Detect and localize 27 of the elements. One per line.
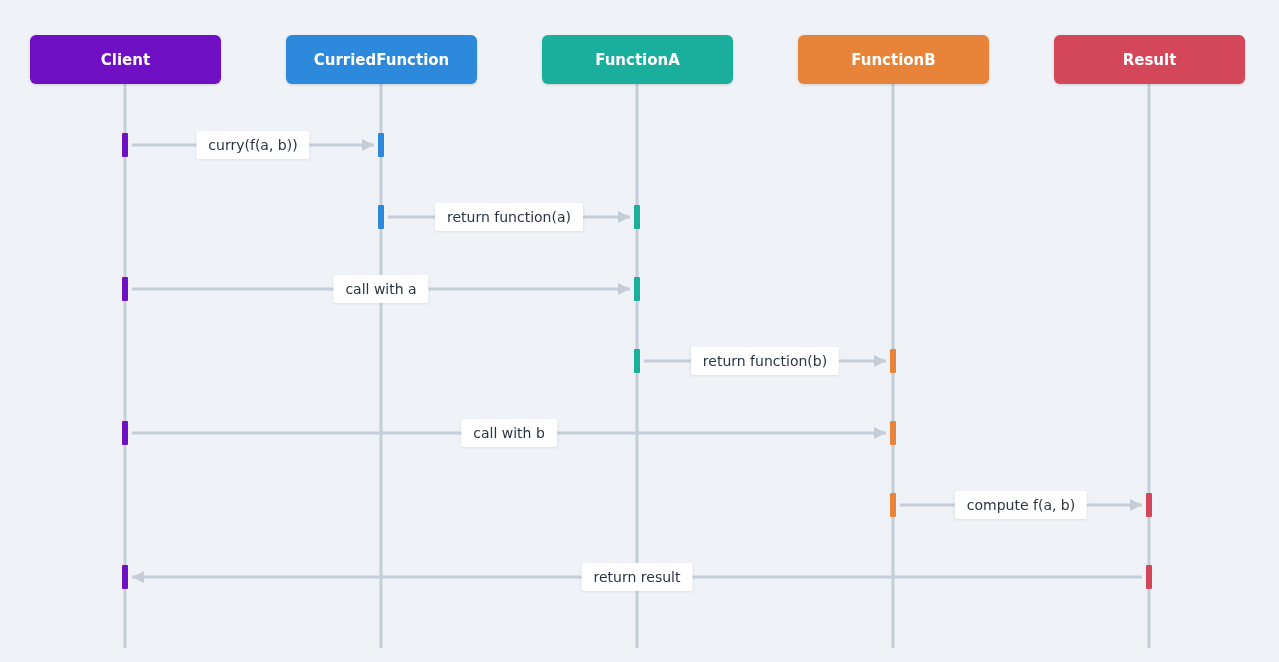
edge-label: call with b — [461, 419, 557, 447]
edge-label: compute f(a, b) — [954, 491, 1088, 519]
participant-box: Client — [30, 35, 221, 84]
activation-bar — [378, 205, 384, 229]
participant-box: Result — [1054, 35, 1245, 84]
activation-bar — [122, 421, 128, 445]
edge-label: return function(a) — [435, 203, 583, 231]
participant-box: CurriedFunction — [286, 35, 477, 84]
edge-label: return function(b) — [690, 347, 840, 375]
activation-bar — [1146, 493, 1152, 517]
activation-bar — [122, 565, 128, 589]
activation-bar — [122, 277, 128, 301]
participant-box: FunctionB — [798, 35, 989, 84]
activation-bar — [890, 493, 896, 517]
activation-bar — [634, 349, 640, 373]
activation-bar — [634, 277, 640, 301]
activation-bar — [122, 133, 128, 157]
arrow — [132, 571, 1142, 583]
participant-box: FunctionA — [542, 35, 733, 84]
activation-bar — [890, 349, 896, 373]
activation-bar — [1146, 565, 1152, 589]
edge-label: curry(f(a, b)) — [196, 131, 310, 159]
activation-bar — [890, 421, 896, 445]
edge-label: call with a — [333, 275, 429, 303]
edge-label: return result — [581, 563, 693, 591]
activation-bar — [378, 133, 384, 157]
activation-bar — [634, 205, 640, 229]
